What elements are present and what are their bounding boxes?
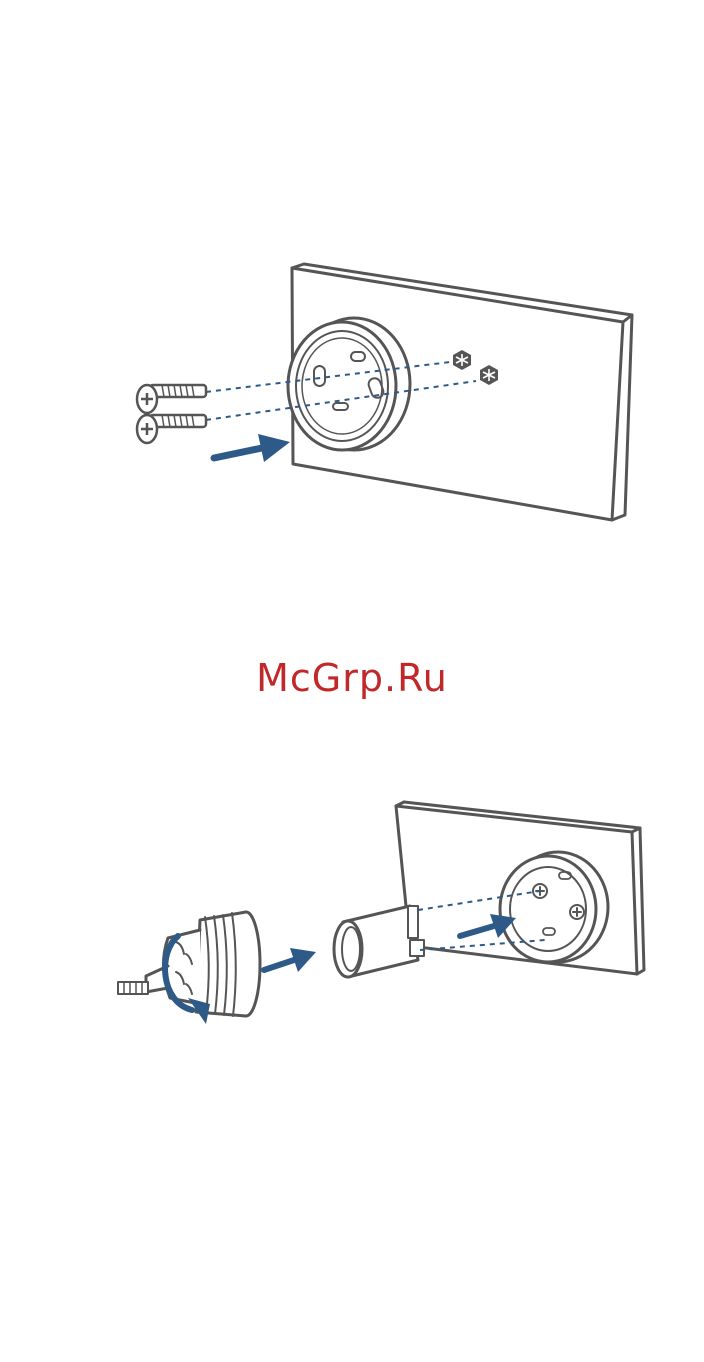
push-arrow-icon xyxy=(214,434,290,462)
assembly-diagram xyxy=(0,790,704,1050)
screw xyxy=(137,385,206,413)
assembly-illustration xyxy=(0,790,704,1050)
thermostat-valve xyxy=(118,912,260,1016)
watermark: McGrp.Ru xyxy=(0,656,704,700)
push-arrow-icon xyxy=(264,948,316,972)
mounting-ring xyxy=(288,318,410,450)
mounting-diagram xyxy=(0,240,704,540)
mounted-ring xyxy=(500,852,608,962)
mounting-illustration xyxy=(0,240,704,540)
screw xyxy=(137,415,206,443)
adapter-sleeve xyxy=(334,906,424,977)
screw-head-icon xyxy=(570,905,584,919)
